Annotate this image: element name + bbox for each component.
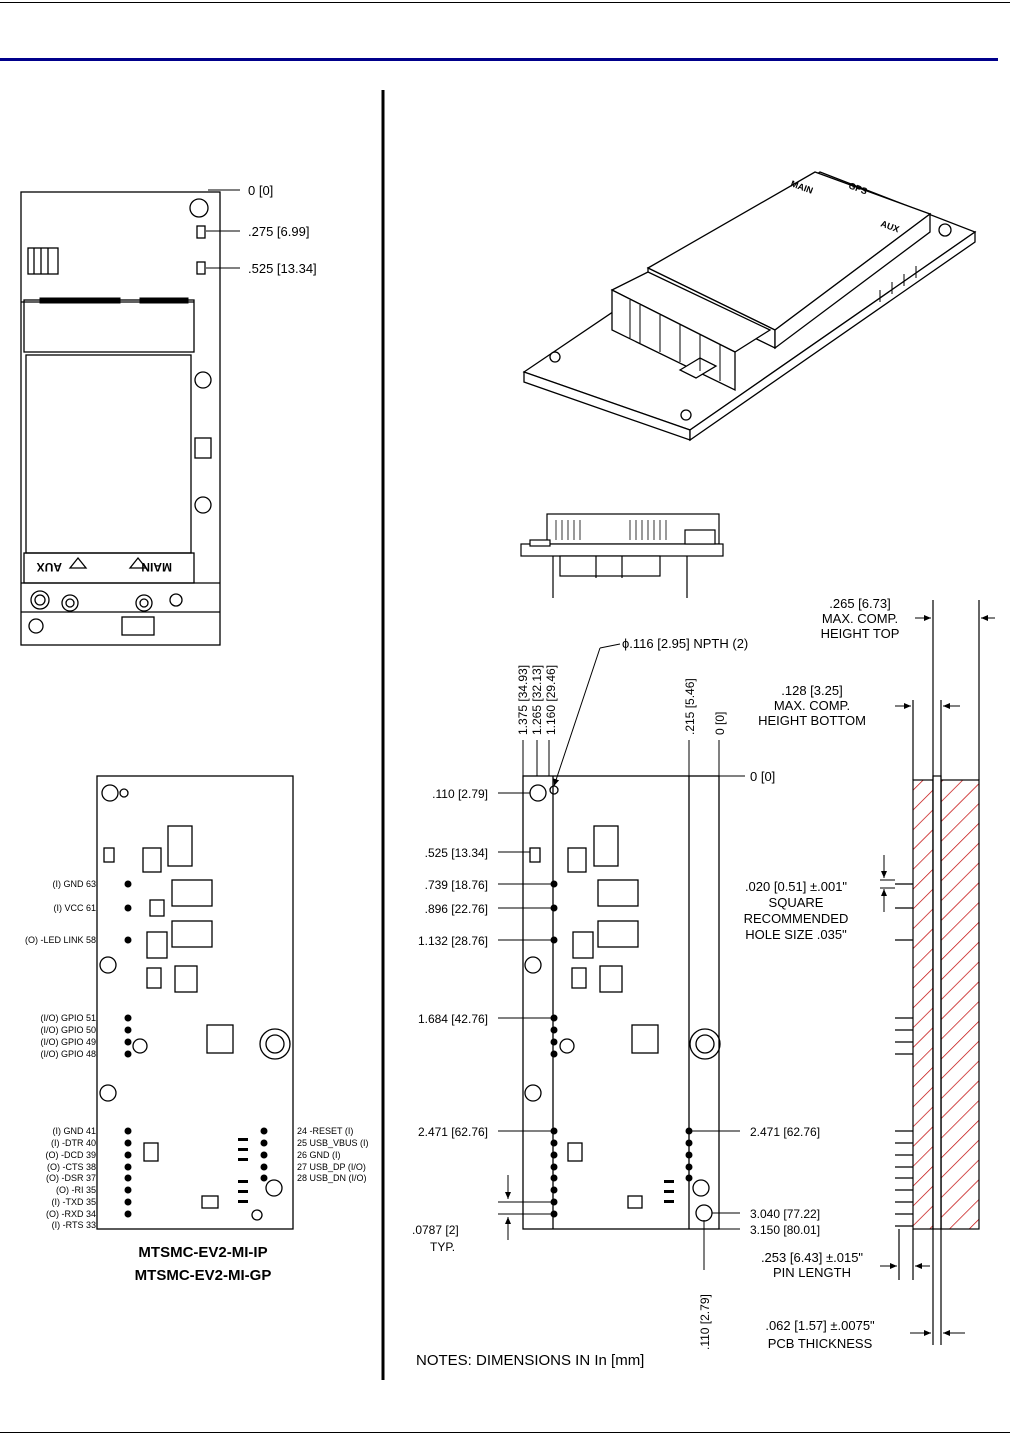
svg-text:1.375 [34.93]: 1.375 [34.93] bbox=[516, 665, 530, 735]
svg-text:.020 [0.51] ±.001": .020 [0.51] ±.001" bbox=[745, 879, 847, 894]
top-dim-labels: 1.375 [34.93] 1.265 [32.13] 1.160 [29.46… bbox=[516, 665, 727, 735]
top-dim-275: .275 [6.99] bbox=[248, 224, 309, 239]
iso-view bbox=[522, 171, 977, 442]
dim-board-dots bbox=[550, 880, 693, 1218]
notes-label: NOTES: DIMENSIONS IN In [mm] bbox=[416, 1352, 644, 1369]
aux-label: AUX bbox=[37, 560, 62, 574]
svg-text:(O) -RXD 34: (O) -RXD 34 bbox=[46, 1209, 96, 1219]
svg-text:27 USB_DP (I/O): 27 USB_DP (I/O) bbox=[297, 1162, 366, 1172]
svg-text:(I) VCC 61: (I) VCC 61 bbox=[53, 903, 96, 913]
left-pin-labels: (I) GND 63 (I) VCC 61 (O) -LED LINK 58 (… bbox=[25, 879, 96, 1230]
top-view-connector bbox=[39, 297, 189, 304]
top-view-board bbox=[20, 191, 221, 646]
svg-text:25 USB_VBUS (I): 25 USB_VBUS (I) bbox=[297, 1138, 369, 1148]
svg-text:MAX. COMP.: MAX. COMP. bbox=[822, 611, 898, 626]
pinout-dots bbox=[124, 880, 268, 1218]
dim-board bbox=[522, 775, 721, 1230]
svg-text:1.160 [29.46]: 1.160 [29.46] bbox=[544, 665, 558, 735]
svg-text:(I/O) GPIO 50: (I/O) GPIO 50 bbox=[40, 1025, 96, 1035]
svg-text:HEIGHT TOP: HEIGHT TOP bbox=[821, 626, 900, 641]
footer-rule bbox=[0, 1432, 1010, 1433]
svg-text:24 -RESET (I): 24 -RESET (I) bbox=[297, 1126, 353, 1136]
pinout-board bbox=[96, 775, 294, 1230]
svg-text:(O) -CTS 38: (O) -CTS 38 bbox=[47, 1162, 96, 1172]
svg-text:.110 [2.79]: .110 [2.79] bbox=[432, 787, 488, 801]
svg-text:0 [0]: 0 [0] bbox=[713, 712, 727, 735]
svg-text:.062 [1.57] ±.0075": .062 [1.57] ±.0075" bbox=[765, 1318, 875, 1333]
svg-text:1.265 [32.13]: 1.265 [32.13] bbox=[530, 665, 544, 735]
svg-text:26 GND (I): 26 GND (I) bbox=[297, 1150, 341, 1160]
svg-text:.253 [6.43] ±.015": .253 [6.43] ±.015" bbox=[761, 1250, 863, 1265]
svg-text:MAX. COMP.: MAX. COMP. bbox=[774, 698, 850, 713]
svg-text:(I) -RTS 33: (I) -RTS 33 bbox=[52, 1220, 96, 1230]
svg-text:(I) GND 63: (I) GND 63 bbox=[52, 879, 96, 889]
svg-text:(I) GND 41: (I) GND 41 bbox=[52, 1126, 96, 1136]
svg-text:PIN LENGTH: PIN LENGTH bbox=[773, 1265, 851, 1280]
svg-text:(I/O) GPIO 51: (I/O) GPIO 51 bbox=[40, 1013, 96, 1023]
svg-text:.215 [5.46]: .215 [5.46] bbox=[683, 678, 697, 735]
right-pin-labels: 24 -RESET (I) 25 USB_VBUS (I) 26 GND (I)… bbox=[297, 1126, 369, 1183]
svg-text:.739 [18.76]: .739 [18.76] bbox=[425, 878, 488, 892]
svg-text:.896 [22.76]: .896 [22.76] bbox=[425, 902, 488, 916]
svg-text:(I) -TXD 35: (I) -TXD 35 bbox=[51, 1197, 96, 1207]
svg-text:2.471 [62.76]: 2.471 [62.76] bbox=[418, 1125, 488, 1139]
svg-text:.265 [6.73]: .265 [6.73] bbox=[829, 596, 890, 611]
svg-text:HOLE SIZE .035": HOLE SIZE .035" bbox=[745, 927, 847, 942]
model-name-ip: MTSMC-EV2-MI-IP bbox=[138, 1244, 267, 1261]
left-dim-labels: .110 [2.79] .525 [13.34] .739 [18.76] .8… bbox=[418, 787, 488, 1139]
hole-note: ϕ.116 [2.95] NPTH (2) bbox=[622, 636, 748, 651]
model-name-gp: MTSMC-EV2-MI-GP bbox=[135, 1267, 272, 1284]
svg-text:(O) -LED LINK 58: (O) -LED LINK 58 bbox=[25, 935, 96, 945]
svg-text:PCB THICKNESS: PCB THICKNESS bbox=[768, 1336, 873, 1351]
svg-text:(O) -RI 35: (O) -RI 35 bbox=[56, 1185, 96, 1195]
side-dim-labels: .265 [6.73] MAX. COMP. HEIGHT TOP .128 [… bbox=[744, 596, 900, 1351]
svg-text:(O) -DSR 37: (O) -DSR 37 bbox=[46, 1173, 96, 1183]
front-profile-view bbox=[520, 513, 724, 598]
svg-text:RECOMMENDED: RECOMMENDED bbox=[744, 911, 849, 926]
svg-text:HEIGHT BOTTOM: HEIGHT BOTTOM bbox=[758, 713, 866, 728]
bottom-dim-3150: 3.150 [80.01] bbox=[750, 1223, 820, 1237]
side-pins bbox=[895, 883, 913, 1227]
pitch-label: .0787 [2] bbox=[412, 1223, 459, 1237]
main-label: MAIN bbox=[141, 560, 172, 574]
svg-text:(I/O) GPIO 49: (I/O) GPIO 49 bbox=[40, 1037, 96, 1047]
svg-text:.525 [13.34]: .525 [13.34] bbox=[425, 846, 488, 860]
svg-text:.128 [3.25]: .128 [3.25] bbox=[781, 683, 842, 698]
header-blue-rule bbox=[0, 58, 998, 61]
pitch-typ-label: TYP. bbox=[430, 1240, 455, 1254]
bottom-dim-3040: 3.040 [77.22] bbox=[750, 1207, 820, 1221]
top-zero-label: 0 [0] bbox=[248, 183, 273, 198]
top-dim-525: .525 [13.34] bbox=[248, 261, 317, 276]
side-profile bbox=[898, 600, 980, 1345]
zero-right-label: 0 [0] bbox=[750, 769, 775, 784]
top-rule bbox=[0, 2, 1010, 3]
svg-text:(I) -DTR 40: (I) -DTR 40 bbox=[51, 1138, 96, 1148]
svg-text:1.132 [28.76]: 1.132 [28.76] bbox=[418, 934, 488, 948]
svg-text:SQUARE: SQUARE bbox=[769, 895, 824, 910]
svg-text:(I/O) GPIO 48: (I/O) GPIO 48 bbox=[40, 1049, 96, 1059]
svg-text:1.684 [42.76]: 1.684 [42.76] bbox=[418, 1012, 488, 1026]
right-dim-label: 2.471 [62.76] bbox=[750, 1125, 820, 1139]
svg-text:(O) -DCD 39: (O) -DCD 39 bbox=[45, 1150, 96, 1160]
svg-text:28 USB_DN (I/O): 28 USB_DN (I/O) bbox=[297, 1173, 367, 1183]
bottom-offset-label: .110 [2.79] bbox=[698, 1294, 712, 1350]
